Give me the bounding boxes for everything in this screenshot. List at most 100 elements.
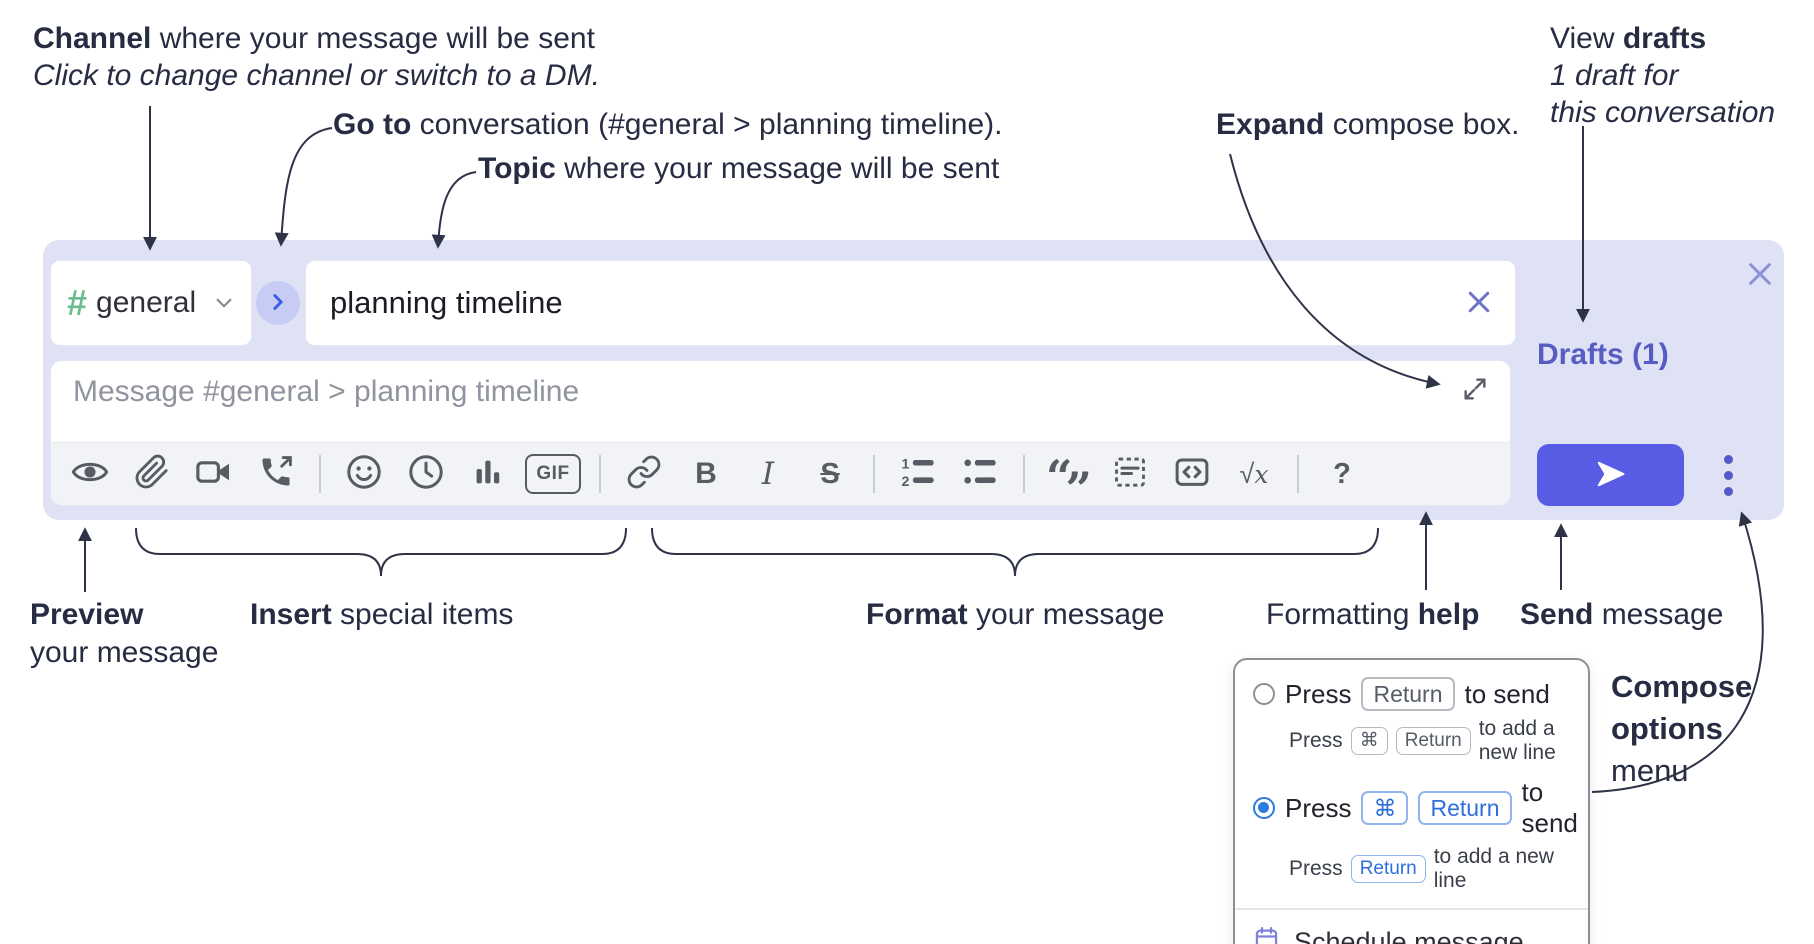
format-brace: [651, 527, 1379, 577]
view-drafts-note: View drafts 1 draft for this conversatio…: [1550, 22, 1776, 129]
insert-note: Insert special items: [250, 598, 514, 631]
channel-note-line1: Channel where your message will be sent: [33, 22, 595, 55]
cmd-key-chip: ⌘: [1350, 727, 1388, 755]
emoji-button[interactable]: [333, 443, 395, 505]
bold-button[interactable]: B: [675, 443, 737, 505]
cmd-key-chip: ⌘: [1361, 791, 1409, 825]
smiley-icon: [345, 453, 383, 496]
compose-options-button[interactable]: [1705, 444, 1751, 506]
message-compose-unit: Message #general > planning timeline GIF: [50, 360, 1511, 506]
compose-options-note: Compose options menu: [1611, 669, 1753, 788]
bulleted-list-icon: [962, 454, 998, 495]
preview-message-button[interactable]: [59, 443, 121, 505]
recent-items-button[interactable]: [395, 443, 457, 505]
topic-input[interactable]: [305, 260, 1516, 346]
italic-button[interactable]: I: [737, 443, 799, 505]
topic-note: Topic where your message will be sent: [478, 152, 1000, 185]
toolbar-divider: [1023, 455, 1025, 493]
clock-icon: [407, 453, 445, 496]
bar-chart-icon: [470, 454, 506, 495]
blockquote-icon: “”: [1046, 450, 1092, 506]
poll-button[interactable]: [457, 443, 519, 505]
formatting-help-button[interactable]: ?: [1311, 443, 1373, 505]
formula-button[interactable]: √x: [1223, 443, 1285, 505]
toolbar-divider: [1297, 455, 1299, 493]
radio-unselected-icon[interactable]: [1253, 683, 1275, 705]
toolbar-divider: [873, 455, 875, 493]
blockquote-button[interactable]: “”: [1037, 443, 1099, 505]
link-button[interactable]: [613, 443, 675, 505]
svg-text:1: 1: [902, 456, 910, 472]
channel-note-line2: Click to change channel or switch to a D…: [33, 59, 600, 92]
attach-file-button[interactable]: [121, 443, 183, 505]
close-icon: [1464, 287, 1494, 320]
clear-topic-button[interactable]: [1460, 284, 1498, 322]
close-compose-button[interactable]: [1741, 256, 1779, 294]
return-key-chip: Return: [1418, 791, 1512, 825]
phone-call-icon: [258, 454, 294, 495]
drafts-link[interactable]: Drafts (1): [1537, 338, 1669, 371]
preview-note: Preview your message: [30, 598, 219, 669]
goto-conversation-button[interactable]: [256, 281, 300, 325]
video-clip-button[interactable]: [183, 443, 245, 505]
link-icon: [626, 454, 662, 495]
question-mark-icon: ?: [1333, 457, 1351, 490]
topic-arrow: [431, 171, 477, 249]
menu-separator: [1235, 908, 1588, 910]
strikethrough-button[interactable]: S: [799, 443, 861, 505]
send-icon: [1596, 459, 1626, 492]
code-button[interactable]: [1161, 443, 1223, 505]
message-placeholder: Message #general > planning timeline: [73, 375, 580, 408]
return-key-chip: Return: [1361, 677, 1455, 711]
option-cmd-return-to-send[interactable]: Press ⌘ Return to send Press Return to a…: [1235, 772, 1588, 900]
code-block-button[interactable]: [1099, 443, 1161, 505]
insert-brace: [135, 527, 627, 577]
calendar-icon: [1253, 925, 1280, 944]
formatting-help-note: Formatting help: [1266, 598, 1480, 631]
message-input[interactable]: Message #general > planning timeline: [51, 361, 1510, 442]
menu-item-schedule-message[interactable]: Schedule message: [1235, 918, 1588, 944]
expand-compose-button[interactable]: [1458, 373, 1492, 407]
audio-call-button[interactable]: [245, 443, 307, 505]
expand-icon: [1461, 375, 1489, 406]
channel-note: Channel where your message will be sent …: [33, 20, 600, 94]
paperclip-icon: [134, 454, 170, 495]
radio-selected-icon[interactable]: [1253, 797, 1275, 819]
goto-arrow: [274, 127, 333, 247]
code-icon: [1173, 453, 1211, 496]
eye-icon: [71, 453, 109, 496]
italic-icon: I: [761, 456, 775, 492]
svg-text:2: 2: [902, 474, 910, 490]
gif-button[interactable]: GIF: [519, 443, 587, 505]
option-return-to-send[interactable]: Press Return to send Press ⌘ Return to a…: [1235, 672, 1588, 772]
chevron-right-icon: [267, 291, 289, 316]
close-icon: [1744, 258, 1776, 293]
channel-name: general: [96, 286, 197, 319]
send-note: Send message: [1520, 598, 1724, 631]
toolbar-divider: [319, 455, 321, 493]
bulleted-list-button[interactable]: [949, 443, 1011, 505]
video-camera-icon: [195, 453, 233, 496]
compose-options-menu: Press Return to send Press ⌘ Return to a…: [1233, 658, 1590, 944]
formula-icon: √x: [1239, 458, 1269, 489]
goto-note: Go to conversation (#general > planning …: [333, 108, 1003, 141]
view-drafts-line1: View drafts: [1550, 22, 1707, 55]
toolbar-divider: [599, 455, 601, 493]
compose-box: # general Messag: [43, 240, 1784, 520]
format-note: Format your message: [866, 598, 1165, 631]
send-button[interactable]: [1537, 444, 1684, 506]
expand-note: Expand compose box.: [1216, 108, 1520, 141]
channel-hash-icon: #: [67, 282, 88, 323]
kebab-menu-icon: [1723, 454, 1733, 496]
channel-selector[interactable]: # general: [50, 260, 252, 346]
gif-icon: GIF: [525, 454, 581, 494]
topic-field-wrap: [305, 260, 1516, 346]
strikethrough-icon: S: [820, 457, 840, 490]
return-key-chip: Return: [1350, 855, 1426, 883]
bold-icon: B: [695, 457, 717, 490]
code-block-icon: [1112, 454, 1148, 495]
